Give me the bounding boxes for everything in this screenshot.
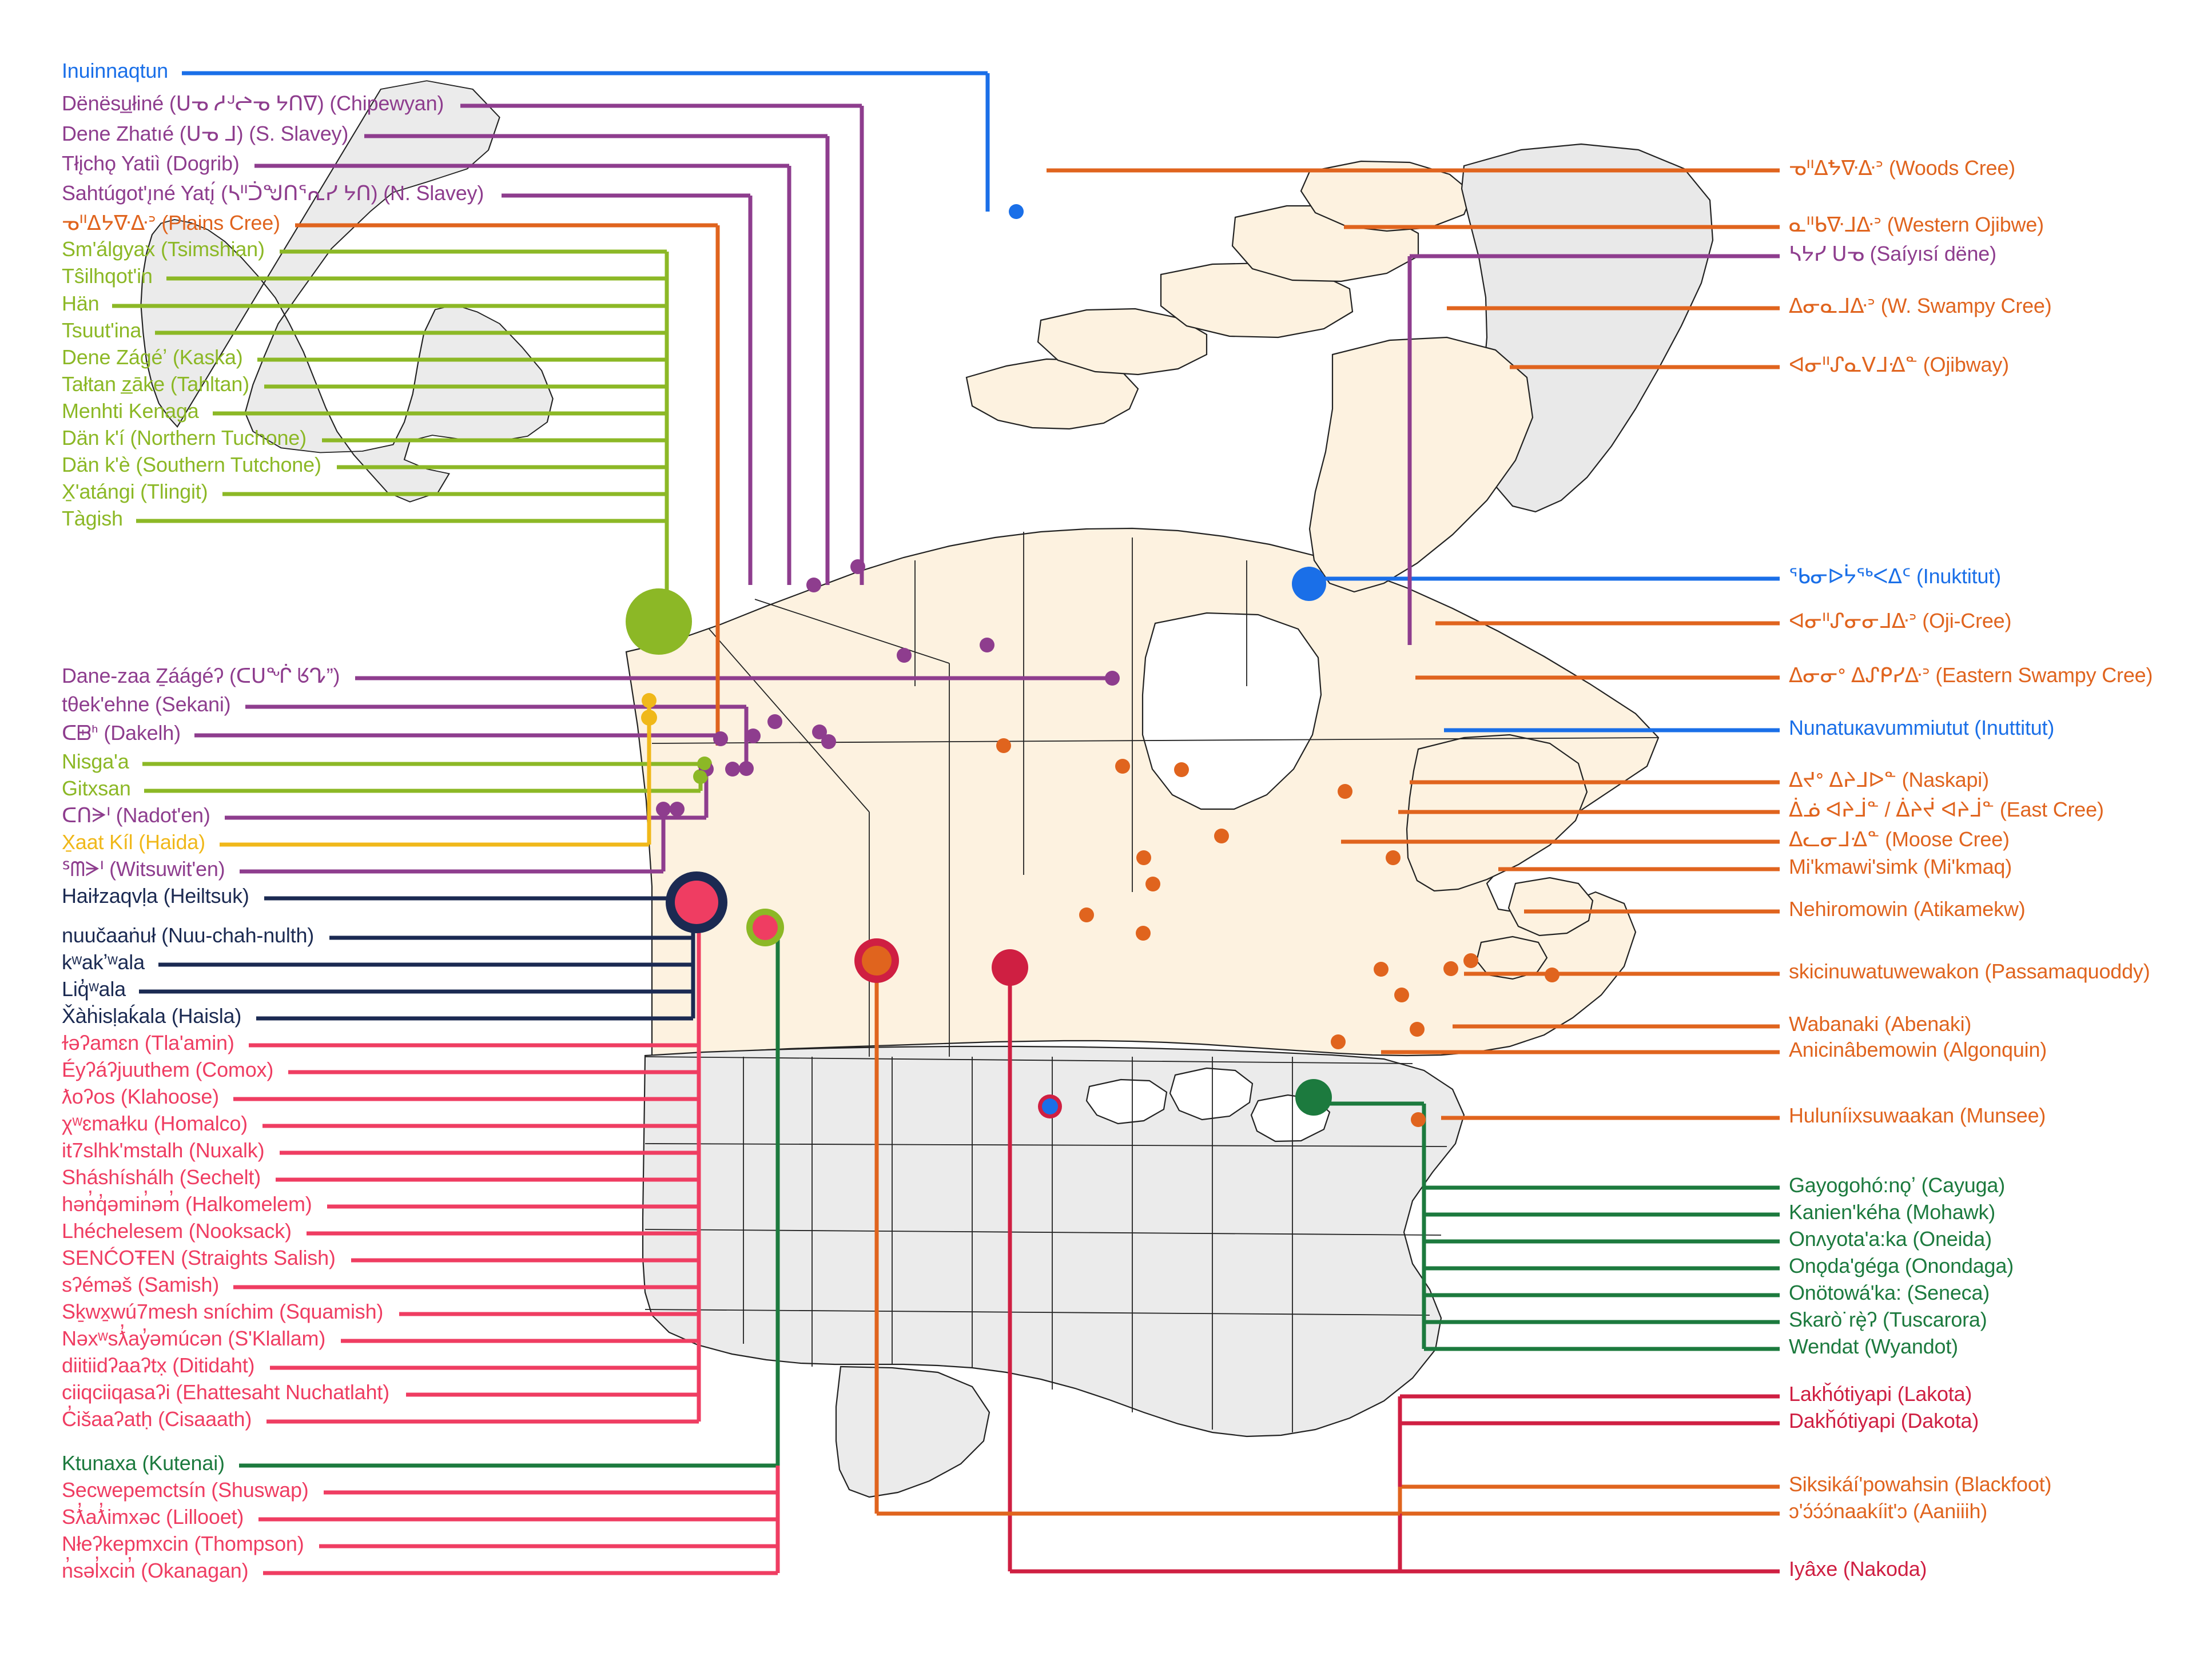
language-label-right: Skarò˙rę̀ʔ (Tuscarora) xyxy=(1789,1308,1987,1331)
language-label-left: diitiidʔaaʔtx̣ (Ditidaht) xyxy=(62,1353,255,1377)
language-label-right: Dakȟótiyapi (Dakota) xyxy=(1789,1409,1979,1432)
language-label-left: Hän xyxy=(62,292,100,315)
language-label-right: ᐄᓅ ᐊᔨᒨᓐ / ᐄᔨᔫ ᐊᔨᒨᓐ (East Cree) xyxy=(1789,798,2104,821)
language-label-left: Nisga'a xyxy=(62,750,129,773)
language-label-right: ᓇᐦᑲᐍᒧᐏᐣ (Western Ojibwe) xyxy=(1789,213,2044,236)
language-label-left: ᑕᑎᗒᑊ (Nadot'en) xyxy=(62,803,210,827)
language-label-left: n̓səl̓xcin̓ (Okanagan) xyxy=(62,1559,249,1582)
language-label-right: ᐊᓂᐦᔑᓇᐯᒧᐎᓐ (Ojibway) xyxy=(1789,353,2009,376)
language-label-left: Inuinnaqtun xyxy=(62,59,168,82)
language-label-right: ᐃᓂᓇᒧᐏᐣ (W. Swampy Cree) xyxy=(1789,294,2052,317)
language-label-left: C̓išaaʔatḥ (Cisaaath) xyxy=(62,1407,252,1431)
language-label-left: Tłįchǫ Yatiì (Dogrib) xyxy=(62,152,240,175)
language-label-left: Sḵwx̱wú7mesh sníchim (Squamish) xyxy=(62,1300,384,1323)
language-label-left: Lhéchelesem (Nooksack) xyxy=(62,1219,292,1243)
language-label-left: SENĆOŦEN (Straights Salish) xyxy=(62,1246,336,1269)
language-label-left: hən̓q̓əmin̓əm̓ (Halkomelem) xyxy=(62,1192,312,1216)
language-label-right: ɔ'ɔ́ɔ́ɔ́naakíit'ɔ (Aaniiih) xyxy=(1789,1499,1988,1523)
language-label-left: Sháshíshálh (Sechelt) xyxy=(62,1165,261,1189)
language-label-left: ciiqciiqasaʔi (Ehattesaht Nuchatlaht) xyxy=(62,1380,389,1404)
language-label-left: Tsuut'ina xyxy=(62,319,142,342)
language-label-left: χʷɛmaɫku (Homalco) xyxy=(62,1112,248,1135)
language-label-left: Tałtan z̲āke (Tahltan) xyxy=(62,372,249,396)
language-label-right: ᐃᓚᓂᒧᐎᓐ (Moose Cree) xyxy=(1789,827,2010,851)
language-label-left: Nłeʔkepmxcin (Thompson) xyxy=(62,1532,304,1555)
language-label-right: skicinuwatuwewakon (Passamaquoddy) xyxy=(1789,960,2150,983)
language-label-right: Huluníixsuwaakan (Munsee) xyxy=(1789,1104,2046,1127)
language-label-left: Dane-zaa Ẕáágéʔ (ᑕᑌᖐ ᖉᖊ”) xyxy=(62,664,340,687)
language-label-left: Haiɫzaqvḷa (Heiltsuk) xyxy=(62,884,249,907)
language-label-left: Liq̓ʷala xyxy=(62,977,126,1001)
language-label-left: Dënësu̲łiné (ᑌᓀ ᓱᒢᖠᓀ ᔭᑎᐁ) (Chipewyan) xyxy=(62,91,444,115)
language-label-left: Dän k'í (Northern Tuchone) xyxy=(62,426,307,449)
language-label-left: X̱'atángi (Tlingit) xyxy=(62,480,208,503)
language-label-right: Nunatuкavummiutut (Inuttitut) xyxy=(1789,716,2055,739)
language-label-right: ᐃᓂᓂᐤ ᐃᔑᑭᓯᐏᐣ (Eastern Swampy Cree) xyxy=(1789,663,2153,687)
language-label-left: ᓀᐦᐃᔭᐍᐏᐣ (Plains Cree) xyxy=(62,211,280,234)
language-label-left: ᑕᗸᑋ (Dakelh) xyxy=(62,721,181,745)
language-label-right: Onʌyota'a:ka (Oneida) xyxy=(1789,1227,1992,1251)
language-label-left: Dene Zágéʼ (Kaska) xyxy=(62,345,243,369)
language-label-right: Kanien'kéha (Mohawk) xyxy=(1789,1200,1996,1224)
language-label-left: Sm'álgyax (Tsimshian) xyxy=(62,237,265,261)
language-label-left: nuučaaṅuł (Nuu-chah-nulth) xyxy=(62,923,315,947)
language-label-right: ᖃᓂᐅᔮᖅᐸᐃᑦ (Inuktitut) xyxy=(1789,564,2001,588)
language-label-right: Onötowá'ka: (Seneca) xyxy=(1789,1281,1990,1304)
language-label-right: Lakȟótiyapi (Lakota) xyxy=(1789,1382,1972,1406)
language-label-left: sʔéməš (Samish) xyxy=(62,1273,220,1296)
language-label-right: Wabanaki (Abenaki) xyxy=(1789,1012,1972,1036)
language-label-left: X̌àḣisḷaḱala (Haisla) xyxy=(62,1004,242,1028)
language-label-left: Dene Zhatıé (ᑌᓀ ᒧ) (S. Slavey) xyxy=(62,122,349,145)
language-label-left: Menhti Kenaga xyxy=(62,399,199,423)
language-label-left: Dän k'è (Southern Tutchone) xyxy=(62,453,321,476)
language-label-left: Tàgish xyxy=(62,507,123,530)
language-label-left: Gitxsan xyxy=(62,777,131,800)
language-label-left: kʷakʼʷala xyxy=(62,950,145,974)
language-label-left: X̱aat Kíl (Haida) xyxy=(62,830,205,854)
language-label-right: Gayogohó:nǫʼ (Cayuga) xyxy=(1789,1173,2006,1197)
language-label-left: Secwepemctsín (Shuswap) xyxy=(62,1478,309,1502)
language-label-left: ɫəʔamɛn (Tla'amin) xyxy=(62,1031,234,1054)
language-label-left: Sƛ̓aƛ̓imxəc (Lillooet) xyxy=(62,1505,244,1528)
language-label-right: ᐊᓂᐦᔑᓂᓂᒧᐏᐣ (Oji-Cree) xyxy=(1789,609,2012,632)
language-label-left: ᔆᗰᗒᑊ (Witsuwit'en) xyxy=(62,857,225,881)
language-label-left: Nəxʷsƛ̓ay̓əmúcən (S'Klallam) xyxy=(62,1327,326,1350)
language-label-right: ᓀᐦᐃᖬᐍᐏᐣ (Woods Cree) xyxy=(1789,156,2015,180)
language-label-right: Siksikáí'powahsin (Blackfoot) xyxy=(1789,1472,2052,1496)
language-label-left: it7slhk'mstalh (Nuxalk) xyxy=(62,1138,265,1162)
language-label-right: Mi'kmawi'simk (Mi'kmaq) xyxy=(1789,855,2012,878)
language-label-right: Anicinâbemowin (Algonquin) xyxy=(1789,1038,2047,1061)
language-label-right: ᓴᔭᓯ ᑌᓀ (Saíyısí dëne) xyxy=(1789,242,1996,265)
language-label-left: Ktunaxa (Kutenai) xyxy=(62,1451,225,1475)
language-label-left: ƛoʔos (Klahoose) xyxy=(62,1085,219,1108)
language-label-right: Onǫda'géga (Onondaga) xyxy=(1789,1254,2014,1277)
language-label-right: ᐃᔪᐤ ᐃᔨᒧᐅᓐ (Naskapi) xyxy=(1789,768,1989,791)
language-label-left: tθek'ehne (Sekani) xyxy=(62,692,231,716)
language-label-right: Wendat (Wyandot) xyxy=(1789,1335,1958,1358)
language-label-right: Iyâxe (Nakoda) xyxy=(1789,1557,1927,1581)
language-label-left: Sahtúgot'ı̨né Yatı̨́ (ᓴᐦᑑᖑᑎᕐᕆᓯ ᔭᑎ) (N. S… xyxy=(62,181,484,205)
language-label-left: Éyʔáʔjuuthem (Comox) xyxy=(62,1058,274,1081)
language-label-left: Tŝilhqot'in xyxy=(62,264,153,288)
language-label-right: Nehiromowin (Atikamekw) xyxy=(1789,897,2026,921)
